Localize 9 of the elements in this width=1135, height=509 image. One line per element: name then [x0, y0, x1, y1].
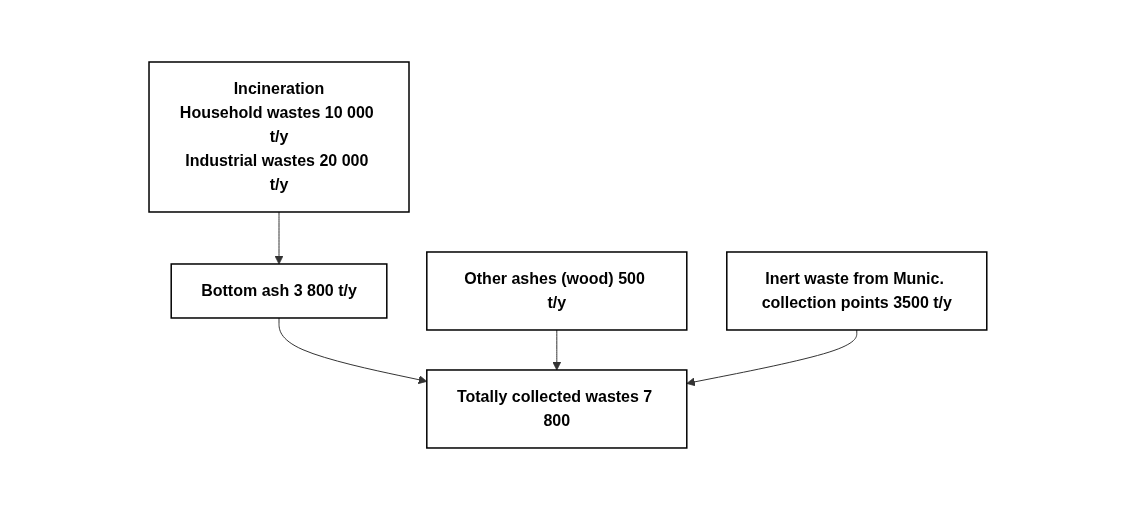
node-box: Inert waste from Munic. collection points 3500 t/y [725, 250, 988, 331]
node-box: Bottom ash 3 800 t/y [170, 262, 388, 319]
arrow [686, 329, 857, 386]
node-box: Incineration Household wastes 10 000 t/y Industrial wastes 20 000 t/y [147, 60, 410, 213]
arrow [278, 317, 427, 384]
node-box: Other ashes (wood) 500 t/y [425, 250, 688, 331]
arrow [274, 211, 283, 264]
arrow [552, 329, 561, 370]
node-box: Totally collected wastes 7 800 [425, 368, 688, 449]
